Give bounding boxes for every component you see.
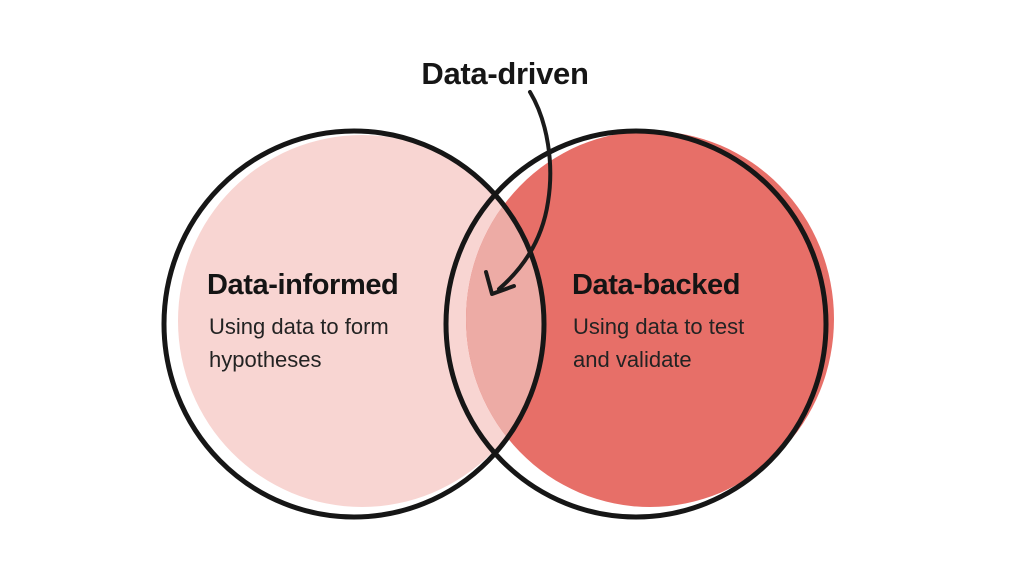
left-circle-description-line2: hypotheses: [209, 347, 322, 372]
right-circle-description-line2: and validate: [573, 347, 692, 372]
left-circle-heading: Data-informed: [207, 269, 399, 301]
right-circle-outline: [443, 128, 829, 520]
curved-arrow-icon: [484, 90, 553, 296]
left-circle-fill: [178, 135, 546, 507]
title-label: Data-driven: [421, 56, 589, 91]
left-circle-description-line1: Using data to form: [209, 314, 389, 339]
left-circle-description: Using data to form hypotheses: [209, 310, 389, 376]
right-circle-fill: [466, 131, 834, 507]
left-circle-outline: [161, 128, 547, 520]
right-circle-heading: Data-backed: [572, 269, 741, 301]
right-circle-description: Using data to test and validate: [573, 310, 744, 376]
right-circle-description-line1: Using data to test: [573, 314, 745, 339]
